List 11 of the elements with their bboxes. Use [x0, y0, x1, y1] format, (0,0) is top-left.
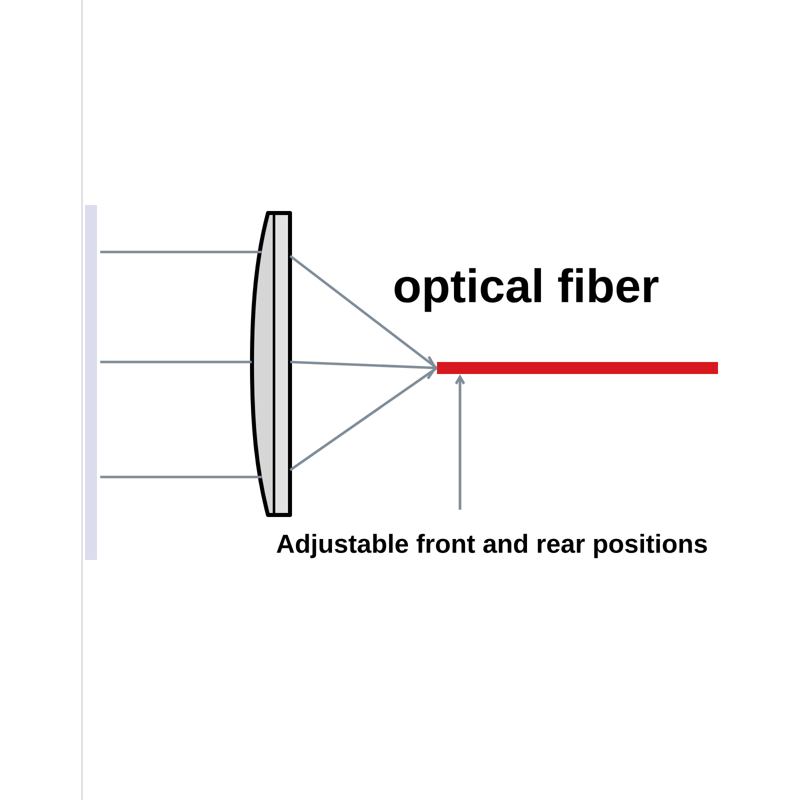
light-ray: [100, 360, 252, 364]
light-ray: [289, 366, 438, 472]
fiber-label: optical fiber: [394, 268, 658, 312]
position-label: Adjustable front and rear positions: [276, 534, 707, 558]
lens: [250, 211, 292, 517]
light-ray: [290, 356, 437, 380]
light-source-bar: [85, 205, 97, 560]
light-ray: [100, 250, 262, 254]
light-ray: [100, 476, 262, 478]
pointer-arrow: [454, 374, 466, 510]
light-ray: [289, 254, 438, 370]
